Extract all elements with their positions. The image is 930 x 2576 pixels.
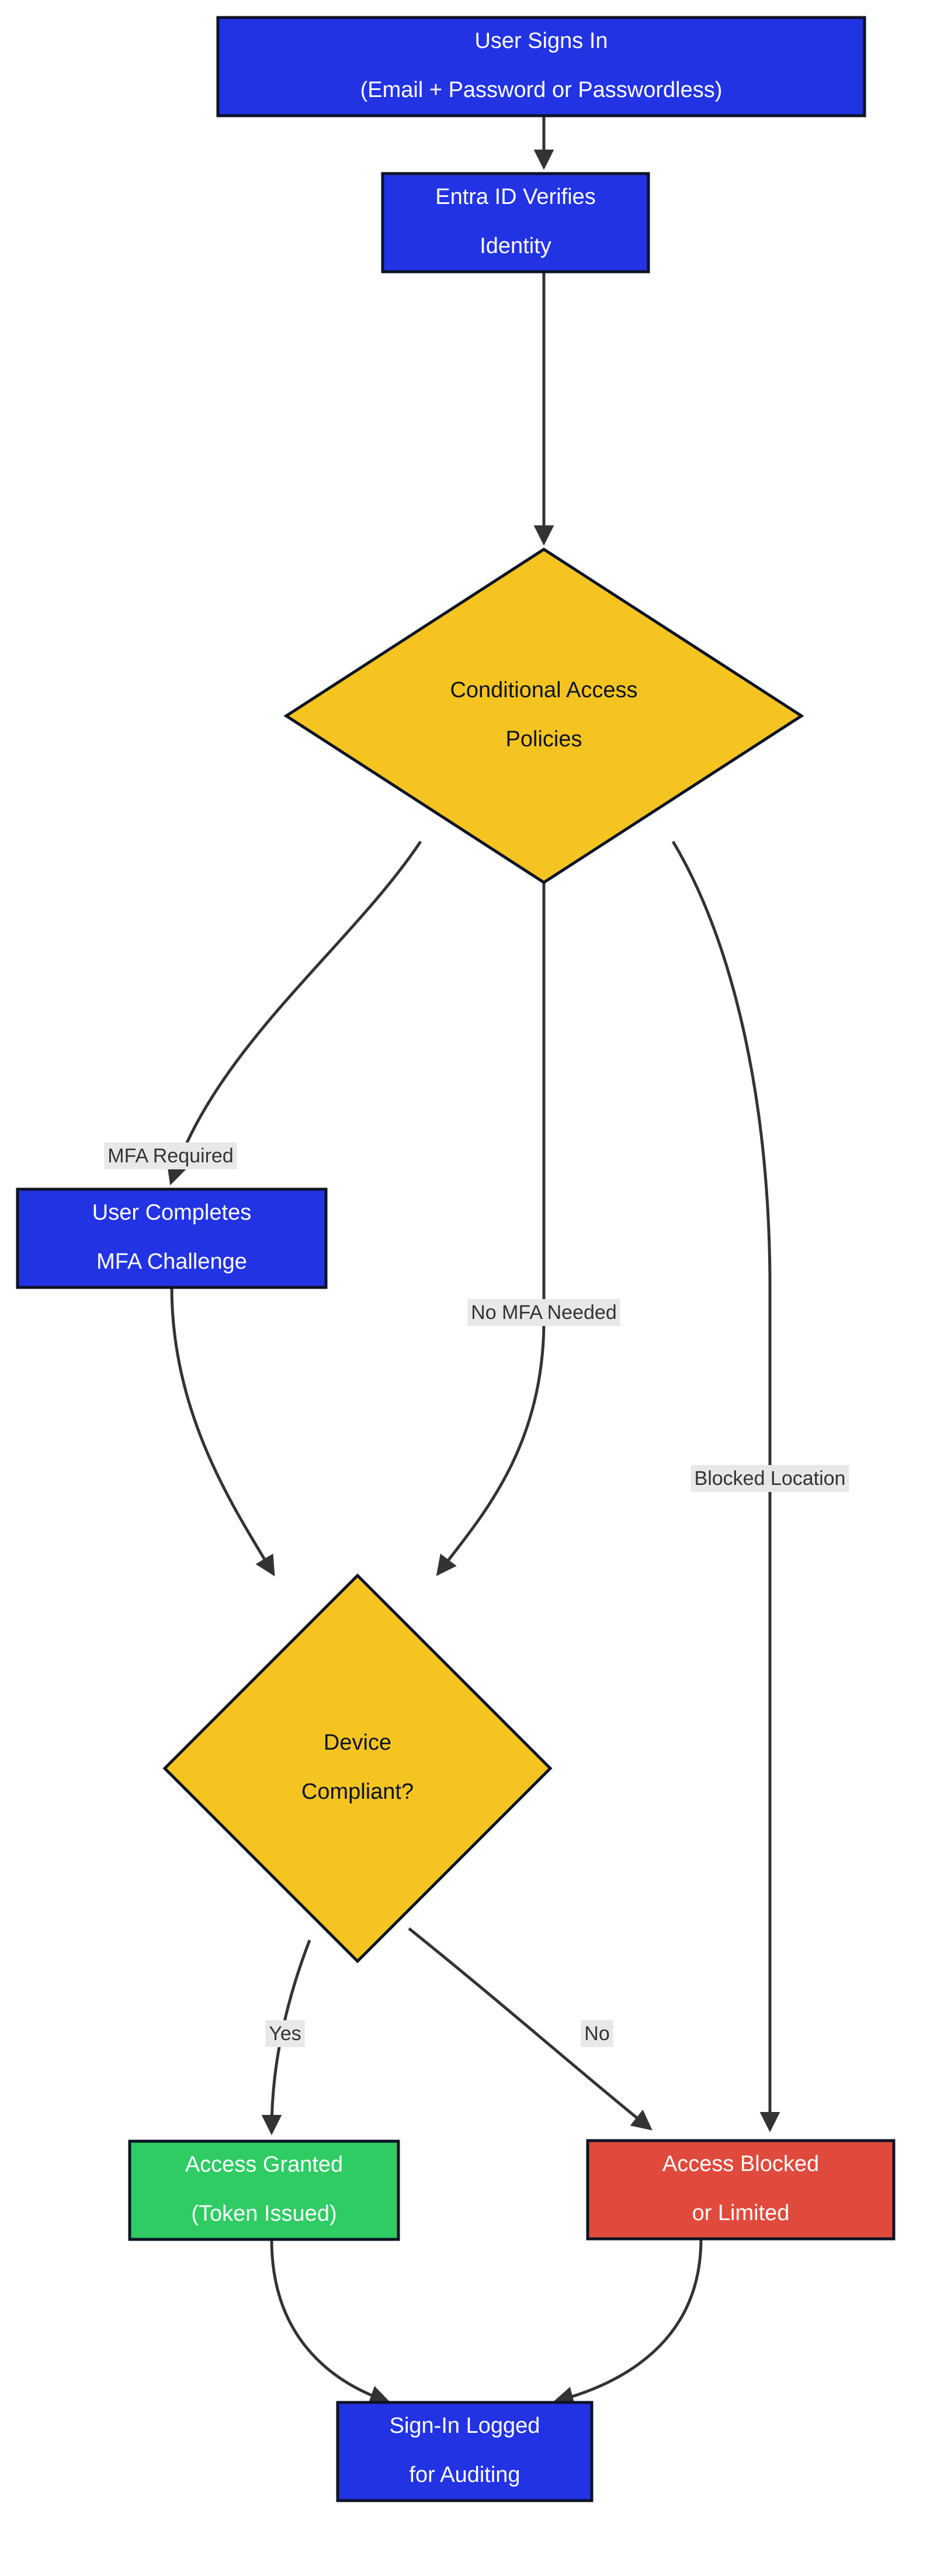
node-shape-rect <box>16 1187 328 1289</box>
edge-label-e4: No MFA Needed <box>467 1299 620 1326</box>
edge-label-text: No MFA Needed <box>471 1301 616 1324</box>
node-shape-rect <box>216 16 866 117</box>
node-logged[interactable]: Sign-In Logged for Auditing <box>336 2401 594 2502</box>
edge-capolicies-to-blocked <box>671 840 780 2132</box>
edge-label-background <box>581 2020 613 2047</box>
nodes-layer: User Signs In (Email + Password or Passwo… <box>16 16 896 2502</box>
edge-blocked-to-logged <box>553 2238 703 2407</box>
node-label-line2: MFA Challenge <box>96 1249 247 1274</box>
edges-layer <box>166 116 780 2407</box>
edge-label-background <box>104 1142 237 1169</box>
node-shape-diamond <box>162 1573 553 1964</box>
node-label-line1: Access Blocked <box>662 2152 819 2176</box>
edge-label-background <box>467 1299 620 1326</box>
node-label-line1: Sign-In Logged <box>390 2414 540 2438</box>
node-shape-rect <box>336 2401 594 2502</box>
node-label-line1: Device <box>324 1730 391 1755</box>
node-granted[interactable]: Access Granted (Token Issued) <box>128 2139 400 2241</box>
edge-label-e3: MFA Required <box>104 1142 237 1169</box>
node-label-line2: (Token Issued) <box>191 2201 336 2226</box>
node-signin[interactable]: User Signs In (Email + Password or Passwo… <box>216 16 866 117</box>
node-label-line1: Access Granted <box>185 2152 343 2177</box>
edge-label-background <box>690 1464 849 1492</box>
edge-devicecompliant-to-blocked <box>408 1927 653 2131</box>
node-label-line1: Entra ID Verifies <box>435 185 596 209</box>
edge-label-background <box>265 2020 305 2047</box>
node-shape-rect <box>381 172 650 273</box>
edge-label-text: Yes <box>269 2023 301 2045</box>
edge-label-e7: Yes <box>265 2020 305 2047</box>
node-label-line1: Conditional Access <box>450 678 637 702</box>
edge-mfa-to-devicecompliant <box>170 1287 275 1577</box>
node-label-line1: User Signs In <box>474 29 608 53</box>
node-shape-rect <box>586 2139 896 2241</box>
node-label-line2: for Auditing <box>409 2463 520 2487</box>
edge-granted-to-logged <box>270 2239 391 2405</box>
node-label-line2: Identity <box>480 234 551 258</box>
node-label-line1: User Completes <box>92 1200 251 1225</box>
node-label-line2: or Limited <box>692 2201 790 2225</box>
node-label-line2: Compliant? <box>301 1779 414 1804</box>
edge-label-text: Blocked Location <box>695 1467 846 1490</box>
node-shape-diamond <box>283 548 804 884</box>
edge-label-text: MFA Required <box>107 1145 233 1167</box>
edge-label-e5: Blocked Location <box>690 1464 849 1492</box>
node-blocked[interactable]: Access Blocked or Limited <box>586 2139 896 2241</box>
edge-label-text: No <box>584 2023 609 2045</box>
node-label-line2: (Email + Password or Passwordless) <box>360 78 723 102</box>
node-shape-rect <box>128 2139 400 2241</box>
edge-label-e8: No <box>581 2020 613 2047</box>
node-label-line2: Policies <box>506 727 582 752</box>
edge-capolicies-to-mfa <box>166 840 422 1186</box>
edge-capolicies-to-devicecompliant <box>436 882 546 1576</box>
